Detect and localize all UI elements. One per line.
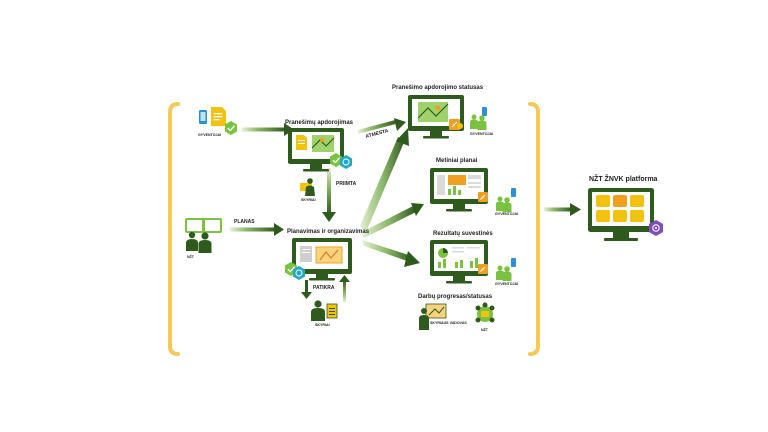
processing-title: Pranešimų apdorojimas: [285, 120, 354, 126]
person-icon: [307, 178, 313, 184]
phone-icon: [511, 258, 516, 267]
priimta-label: PRIIMTA: [336, 181, 357, 187]
nzt-input-group: NŽT: [185, 218, 222, 259]
presenter-icon: [419, 303, 447, 330]
chart-icon: [448, 175, 466, 185]
planning-title: Planavimas ir organizavimas: [287, 229, 370, 235]
results-citizens-label: GYVENTOJAI: [495, 282, 518, 286]
document-icon: [211, 107, 226, 126]
arrow-atmesta: ATMESTA: [357, 118, 406, 140]
planning-node: Planavimas ir organizavimas: [285, 229, 370, 281]
check-badge-icon: [225, 121, 237, 135]
platform-title: NŽT ŽNVK platforma: [589, 174, 658, 183]
status-citizens-label: GYVENTOJAI: [470, 132, 493, 136]
arrow-patikra-down: [301, 280, 312, 299]
person-icon: [504, 266, 510, 272]
annual-citizens-label: GYVENTOJAI: [495, 212, 518, 216]
person-icon: [314, 300, 322, 308]
arrow-patikra-up: [339, 275, 350, 302]
person-icon: [497, 265, 503, 271]
monitor-icon: [185, 218, 205, 233]
status-title: Pranešimo apdorojimo statusas: [392, 85, 484, 91]
map-icon: [418, 102, 448, 122]
refresh-badge-icon: [340, 155, 352, 169]
departments-bottom-label: SKYRIAI: [315, 323, 330, 327]
arrow-to-status: [360, 128, 409, 232]
document-icon: [296, 135, 307, 150]
person-icon: [504, 197, 510, 203]
arrow-priimta: PRIIMTA: [322, 168, 357, 222]
planas-label: PLANAS: [234, 219, 255, 225]
atmesta-label: ATMESTA: [365, 128, 390, 140]
person-icon: [497, 196, 503, 202]
department-head-label: SKYRIAUS VADOVAS: [430, 321, 467, 325]
arrow-to-annual: [362, 203, 424, 238]
annual-plans-title: Metiniai planai: [436, 158, 478, 164]
annual-plans-node: Metiniai planai GYVENTOJAI: [430, 158, 518, 216]
department-head-label-line1: SKYRIAUS VADOVAS: [430, 321, 467, 325]
arrow-to-results: [362, 240, 420, 267]
phone-icon: [482, 107, 487, 116]
results-title: Rezultatų suvestinės: [433, 231, 493, 237]
left-bracket: [168, 102, 180, 356]
processing-node: Pranešimų apdorojimas: [285, 120, 354, 172]
check-badge-icon: [330, 153, 342, 167]
patikra-label: PATIKRA: [313, 285, 335, 291]
departments-group: SKYRIAI: [300, 178, 316, 202]
progress-node: Darbų progresas/statusas SKYRIAUS VADOVA…: [418, 294, 495, 332]
citizen-input-group: GYVENTOJAI: [198, 107, 237, 137]
phone-icon: [511, 188, 516, 197]
progress-nzt-label: NŽT: [481, 327, 489, 332]
platform-node: NŽT ŽNVK platforma: [588, 174, 663, 241]
departments-label: SKYRIAI: [301, 198, 316, 202]
results-node: Rezultatų suvestinės GYVENTOJAI: [430, 231, 518, 286]
person-icon: [479, 115, 485, 121]
right-bracket: [528, 102, 540, 356]
app-grid-icon: [596, 195, 644, 222]
progress-title: Darbų progresas/statusas: [418, 294, 493, 300]
citizens-label: GYVENTOJAI: [198, 133, 221, 137]
team-meeting-icon: [475, 302, 495, 323]
arrow-planas: PLANAS: [230, 219, 284, 236]
refresh-badge-icon: [293, 266, 305, 280]
document-icon: [300, 246, 312, 262]
person-icon: [471, 114, 477, 120]
nzt-label: NŽT: [187, 254, 195, 259]
person-icon: [198, 232, 212, 253]
status-node: Pranešimo apdorojimo statusas GYVENTOJAI: [392, 85, 493, 139]
arrow-to-platform: [544, 203, 581, 216]
departments-bottom-group: SKYRIAI: [311, 300, 338, 327]
person-icon: [186, 231, 198, 251]
